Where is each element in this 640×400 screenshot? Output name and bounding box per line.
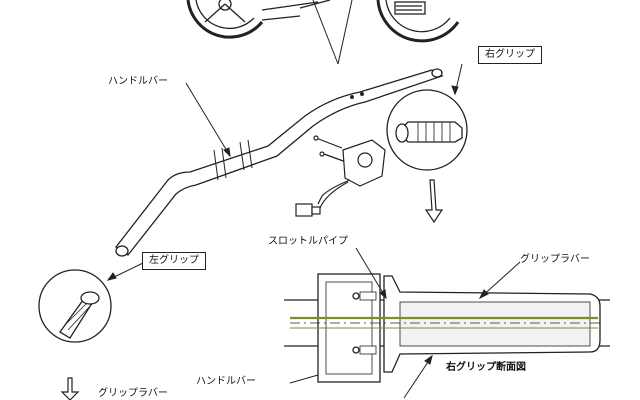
label-grip-rubber-right: グリップラバー <box>520 254 590 265</box>
hollow-arrows <box>60 179 444 400</box>
zoom-leaders <box>312 0 353 65</box>
rear-wheel <box>376 0 460 43</box>
front-wheel <box>186 0 264 39</box>
label-right-grip: 右グリップ <box>478 46 542 64</box>
label-left-grip: 左グリップ <box>142 252 206 270</box>
grip-cross-section <box>284 273 610 383</box>
throttle-housing <box>295 135 386 217</box>
section-leaders <box>289 247 521 399</box>
handlebar <box>115 68 444 257</box>
motorcycle-illustration <box>186 0 460 43</box>
label-leaders <box>106 63 463 281</box>
label-handlebar-bottom: ハンドルバー <box>196 376 256 387</box>
label-throttle-pipe: スロットルパイプ <box>268 236 348 247</box>
right-grip-detail <box>386 89 468 171</box>
label-handlebar-top: ハンドルバー <box>108 76 168 87</box>
label-grip-rubber-left: グリップラバー <box>98 388 168 399</box>
section-title: 右グリップ断面図 <box>446 362 526 373</box>
left-grip-detail <box>38 269 112 343</box>
